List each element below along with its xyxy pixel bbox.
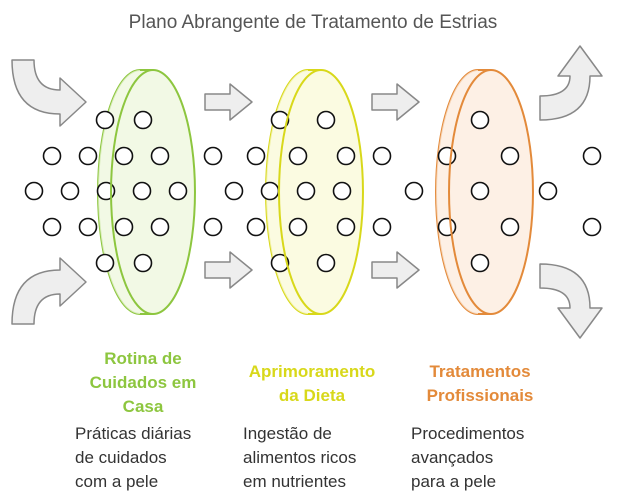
stage-2-title-line: Aprimoramento [248,362,376,381]
particle-dots [24,110,602,273]
dot [246,146,266,166]
stage-2-title-line: da Dieta [278,386,346,405]
ring-3-inner-left [448,69,492,315]
dot [538,181,558,201]
curved-arrow-out-top-icon [539,45,603,121]
dot [336,146,356,166]
stage-1-title-line: Rotina de [104,349,182,368]
curved-arrow-in-bottom-icon [11,257,87,325]
dot [332,181,352,201]
dot [150,217,170,237]
dot [437,217,457,237]
dot [114,146,134,166]
dot [316,253,336,273]
ring-3-front [490,69,534,315]
dot [500,217,520,237]
dot [168,181,188,201]
stage-1-title-line: Casa [122,397,164,416]
dot [270,253,290,273]
dot [437,146,457,166]
dot [246,217,266,237]
dot [133,110,153,130]
arrow-right-icon [371,83,420,121]
stage-1-desc-line: com a pele [75,472,159,491]
stage-3-desc-line: para a pele [411,472,497,491]
dot [260,181,280,201]
stage-1-desc-line: de cuidados [75,448,167,467]
dot [133,253,153,273]
dot [150,146,170,166]
stage-3-desc-line: Procedimentos [411,424,525,443]
arrow-right-icon [204,251,253,289]
dot [372,217,392,237]
dot [470,181,490,201]
stage-3-title-line: Profissionais [426,386,534,405]
stage-2-desc-line: alimentos ricos [243,448,357,467]
dot [336,217,356,237]
dot [95,110,115,130]
arrow-right-icon [204,83,253,121]
ring-1-inner-left [110,69,154,315]
dot [288,146,308,166]
dot [78,146,98,166]
dot [114,217,134,237]
dot [296,181,316,201]
ring-2-inner-left [278,69,322,315]
stage-3-description: Procedimentos avançados para a pele [411,422,571,494]
dot [203,217,223,237]
dot [470,253,490,273]
stage-1-description: Práticas diárias de cuidados com a pele [75,422,235,494]
page-title: Plano Abrangente de Tratamento de Estria… [128,12,498,33]
stage-1-desc-line: Práticas diárias [75,424,192,443]
dot [582,217,602,237]
curved-arrow-out-bottom-icon [539,263,603,339]
dot [470,110,490,130]
dot [78,217,98,237]
stage-2-description: Ingestão de alimentos ricos em nutriente… [243,422,403,494]
dot [288,217,308,237]
stage-2-desc-line: Ingestão de [243,424,332,443]
dot [203,146,223,166]
dot [500,146,520,166]
stage-1-title-line: Cuidados em [89,373,197,392]
stage-2-title: Aprimoramento da Dieta [238,360,386,408]
stage-3-title: Tratamentos Profissionais [408,360,552,408]
dot [42,146,62,166]
dot [60,181,80,201]
stage-3-desc-line: avançados [411,448,494,467]
stage-3-title-line: Tratamentos [429,362,531,381]
arrow-right-icon [371,251,420,289]
dot [224,181,244,201]
dot [24,181,44,201]
ring-2-front [320,69,364,315]
stage-2-desc-line: em nutrientes [243,472,346,491]
dot [372,146,392,166]
dot [316,110,336,130]
dot [270,110,290,130]
curved-arrow-in-top-icon [11,59,87,127]
dot [132,181,152,201]
stage-1-title: Rotina de Cuidados em Casa [72,347,214,419]
dot [95,253,115,273]
ring-1-front [152,69,196,315]
dot [42,217,62,237]
dot [582,146,602,166]
dot [404,181,424,201]
